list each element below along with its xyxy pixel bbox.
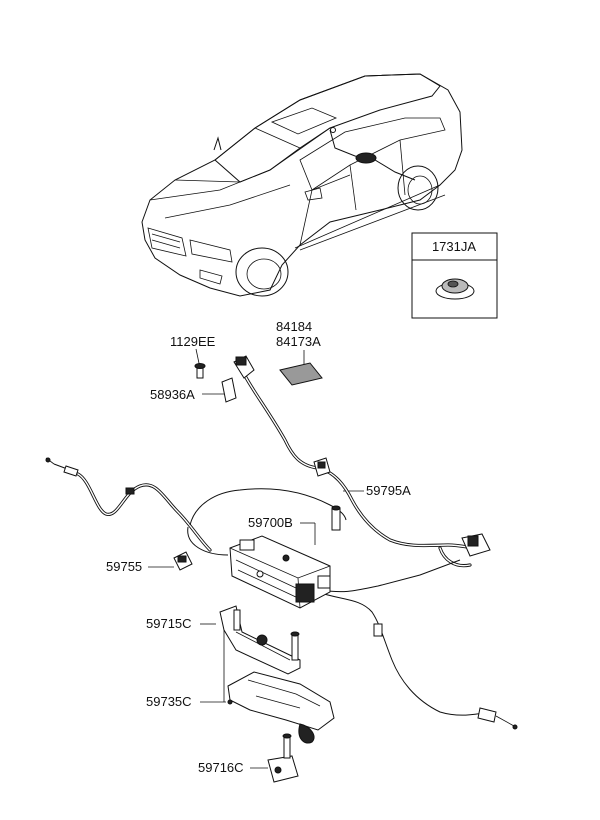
cable-loop xyxy=(187,488,518,730)
car-illustration xyxy=(141,73,463,297)
label-84173A: 84173A xyxy=(276,334,321,349)
inset-box: 1731JA xyxy=(411,232,498,319)
bracket-59716C xyxy=(267,733,299,783)
actuator-59700B xyxy=(229,535,331,609)
label-1129EE: 1129EE xyxy=(170,334,216,349)
label-59795A: 59795A xyxy=(366,483,411,498)
label-59716C: 59716C xyxy=(198,760,244,775)
clip-59755 xyxy=(173,551,193,571)
bracket-59715C xyxy=(219,605,301,675)
label-1731JA: 1731JA xyxy=(432,239,476,254)
label-58936A: 58936A xyxy=(150,387,195,402)
bolt-1129EE xyxy=(194,363,206,379)
part-labels: 84184 84173A 1129EE 58936A 59795A 59700B… xyxy=(106,319,411,775)
bracket-58936A xyxy=(221,377,237,403)
label-84184: 84184 xyxy=(276,319,312,334)
grommet-icon xyxy=(435,278,475,300)
label-59715C: 59715C xyxy=(146,616,192,631)
label-59755: 59755 xyxy=(106,559,142,574)
pad-84184 xyxy=(279,362,323,386)
cover-59735C xyxy=(227,671,335,744)
leader-lines xyxy=(148,348,364,769)
label-59735C: 59735C xyxy=(146,694,192,709)
cable-59795A xyxy=(233,355,491,568)
label-59700B: 59700B xyxy=(248,515,293,530)
left-cable xyxy=(45,457,212,552)
